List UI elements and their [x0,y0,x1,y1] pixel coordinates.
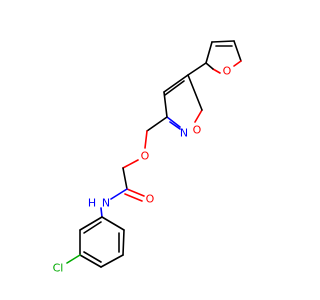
furan-isoxazole-bond [187,62,207,76]
carbonyl-oxygen-label: O [146,193,155,206]
chlorine-label: Cl [53,262,64,275]
ether-oxygen-label: O [141,150,150,163]
carbonyl-double-bond-1 [126,188,145,197]
furan-oxygen-label: O [223,65,232,78]
isoxazole-oxygen-label: O [193,124,202,137]
amide-nitrogen-label: N [102,197,110,210]
isoxazole-ch2-bond [146,116,168,132]
molecule-structure-diagram: O O N O O N H Cl [0,0,300,300]
ether-ch2-bond [122,159,139,169]
chlorophenyl-ring [79,216,125,268]
furan-ring [205,40,242,74]
amide-hydrogen-label: H [88,197,96,210]
carbonyl-double-bond-2 [124,193,143,202]
diagram-background [0,0,300,300]
ch2-ether-bond [144,130,148,149]
isoxazole-nitrogen-label: N [180,127,188,140]
isoxazole-ring [163,74,203,130]
ch2-carbonyl-bond [122,167,128,190]
carbonyl-amide-n-bond [110,188,128,200]
amide-n-phenyl-bond [100,207,103,218]
carbon-chlorine-bond [66,254,81,264]
